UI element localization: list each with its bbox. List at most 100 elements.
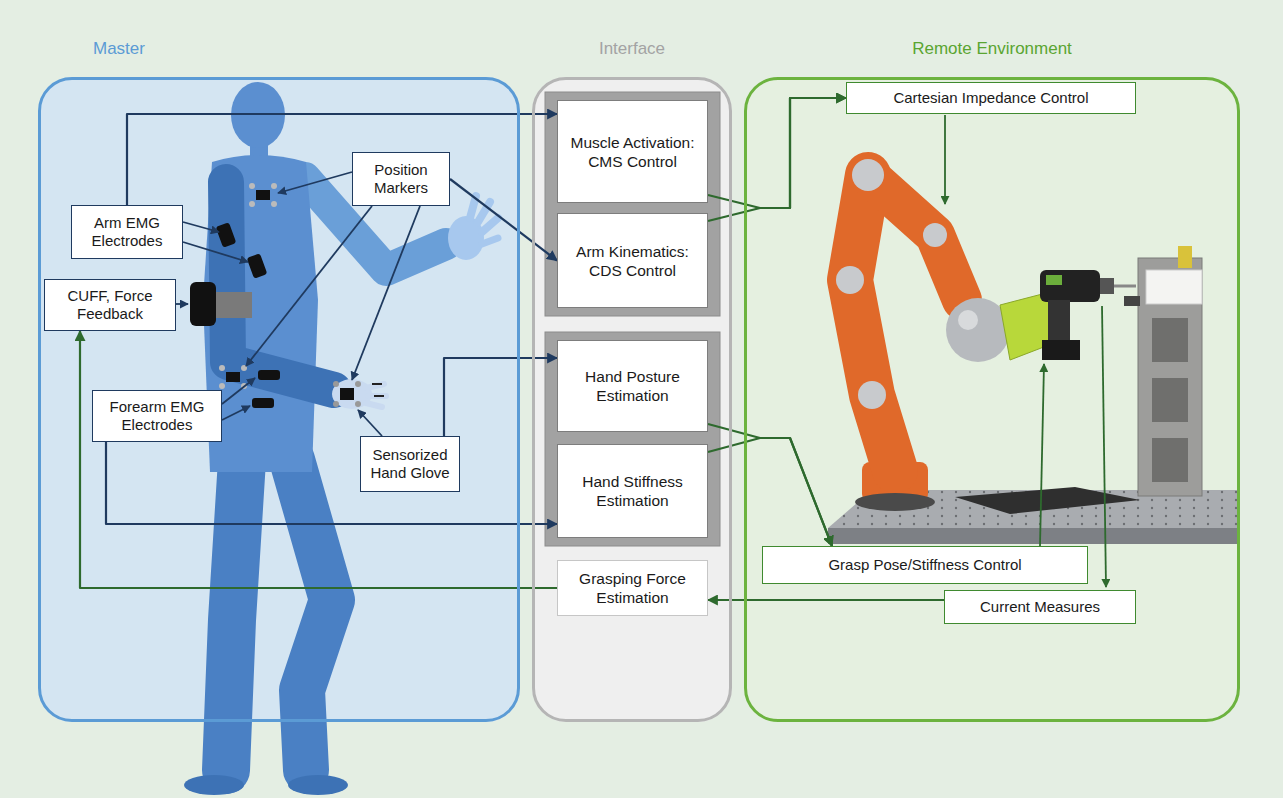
box-label: Cartesian Impedance Control xyxy=(853,89,1129,107)
connector-arrow xyxy=(708,98,846,208)
process-box: Hand Stiffness Estimation xyxy=(557,444,708,538)
drawing-part xyxy=(1042,340,1080,360)
drawing-part xyxy=(372,383,382,385)
drawing-part xyxy=(258,370,280,380)
group-box xyxy=(545,332,720,546)
drawing-part xyxy=(176,303,188,305)
group-box xyxy=(545,92,720,316)
box-label: Arm EMG Electrodes xyxy=(78,214,176,250)
connector-arrow xyxy=(708,424,832,546)
callout-box: Current Measures xyxy=(944,590,1136,624)
drawing-part xyxy=(958,310,978,330)
drawing-part xyxy=(249,183,255,189)
callout-box: Grasp Pose/Stiffness Control xyxy=(762,546,1088,584)
drawing-part xyxy=(1040,364,1044,546)
box-label: Current Measures xyxy=(951,598,1129,616)
box-label: Forearm EMG Electrodes xyxy=(99,398,215,434)
process-box: Muscle Activation: CMS Control xyxy=(557,100,708,203)
callout-box: Position Markers xyxy=(352,152,450,206)
position-marker xyxy=(219,365,247,389)
drawing-part xyxy=(219,365,225,371)
box-label: Sensorized Hand Glove xyxy=(367,446,453,482)
region-fill xyxy=(38,77,520,722)
callout-box: Sensorized Hand Glove xyxy=(360,436,460,492)
drawing-part xyxy=(482,218,498,232)
drawing-part xyxy=(1138,258,1202,496)
drawing-part xyxy=(836,266,864,294)
callout-box: Cartesian Impedance Control xyxy=(846,82,1136,114)
drawing-part xyxy=(340,388,354,400)
drawing-part xyxy=(288,775,348,795)
connector-arrow xyxy=(80,331,557,588)
box-label: Grasping Force Estimation xyxy=(564,569,701,607)
drawing-part xyxy=(247,253,268,278)
drawing-part xyxy=(374,395,384,397)
drawing-part xyxy=(183,222,219,232)
drawing-part xyxy=(292,460,332,770)
drawing-part xyxy=(226,460,242,770)
drawing-part xyxy=(1102,306,1106,587)
drawing-part xyxy=(355,401,361,407)
drawing-part xyxy=(222,378,255,404)
position-marker xyxy=(333,381,361,407)
drawing-part xyxy=(366,403,382,407)
drawing-part xyxy=(222,406,250,420)
region-fill xyxy=(532,77,732,722)
region-heading: Remote Environment xyxy=(747,38,1237,60)
box-label: CUFF, Force Feedback xyxy=(51,287,169,323)
drawing-part xyxy=(184,775,244,795)
region-panel: MasterArm EMG ElectrodesPosition Markers… xyxy=(38,77,520,722)
box-label: Grasp Pose/Stiffness Control xyxy=(769,556,1081,574)
drawing-part xyxy=(216,222,237,247)
box-label: Position Markers xyxy=(359,161,443,197)
box-label: Muscle Activation: CMS Control xyxy=(564,133,701,171)
drawing-part xyxy=(271,183,277,189)
drawing-part xyxy=(226,182,334,390)
drawing-part xyxy=(1114,285,1136,288)
connector-arrow xyxy=(708,98,846,221)
drawing-part xyxy=(1152,318,1188,362)
connector-arrow xyxy=(450,179,557,261)
drawing-part xyxy=(212,292,252,318)
drawing-part xyxy=(249,201,255,207)
drawing-part xyxy=(1146,270,1202,304)
box-label: Hand Posture Estimation xyxy=(564,367,701,405)
drawing-part xyxy=(944,115,946,204)
drawing-part xyxy=(368,393,386,399)
drawing-part xyxy=(1152,378,1188,422)
drawing-part xyxy=(855,493,935,511)
drawing-part xyxy=(252,398,274,408)
drawing-part xyxy=(190,282,216,326)
drawing-part xyxy=(1152,438,1188,482)
robot-scene xyxy=(828,159,1240,544)
process-box: Hand Posture Estimation xyxy=(557,340,708,432)
human-figure xyxy=(184,82,498,795)
drawing-part xyxy=(246,206,372,366)
drawing-part xyxy=(1100,278,1114,294)
drawing-part xyxy=(858,381,886,409)
region-heading: Master xyxy=(41,38,517,60)
drawing-part xyxy=(333,401,339,407)
drawing-part xyxy=(352,206,420,380)
box-label: Arm Kinematics: CDS Control xyxy=(564,242,701,280)
drawing-part xyxy=(256,190,270,200)
connector-arrow xyxy=(444,358,557,436)
drawing-part xyxy=(1124,296,1140,306)
connector-arrow xyxy=(127,114,557,205)
process-box: Grasping Force Estimation xyxy=(557,560,708,616)
drawing-part xyxy=(271,201,277,207)
drawing-part xyxy=(219,383,225,389)
callout-box: Forearm EMG Electrodes xyxy=(92,390,222,442)
connector-arrow xyxy=(708,438,832,546)
region-fill xyxy=(744,77,1240,722)
process-box: Arm Kinematics: CDS Control xyxy=(557,213,708,308)
drawing-part xyxy=(1178,246,1192,268)
region-panel: InterfaceMuscle Activation: CMS ControlA… xyxy=(532,77,732,722)
drawing-part xyxy=(366,384,384,388)
drawing-part xyxy=(358,410,382,436)
drawing-part xyxy=(868,175,962,300)
drawing-part xyxy=(183,242,248,262)
box-label: Hand Stiffness Estimation xyxy=(564,472,701,510)
